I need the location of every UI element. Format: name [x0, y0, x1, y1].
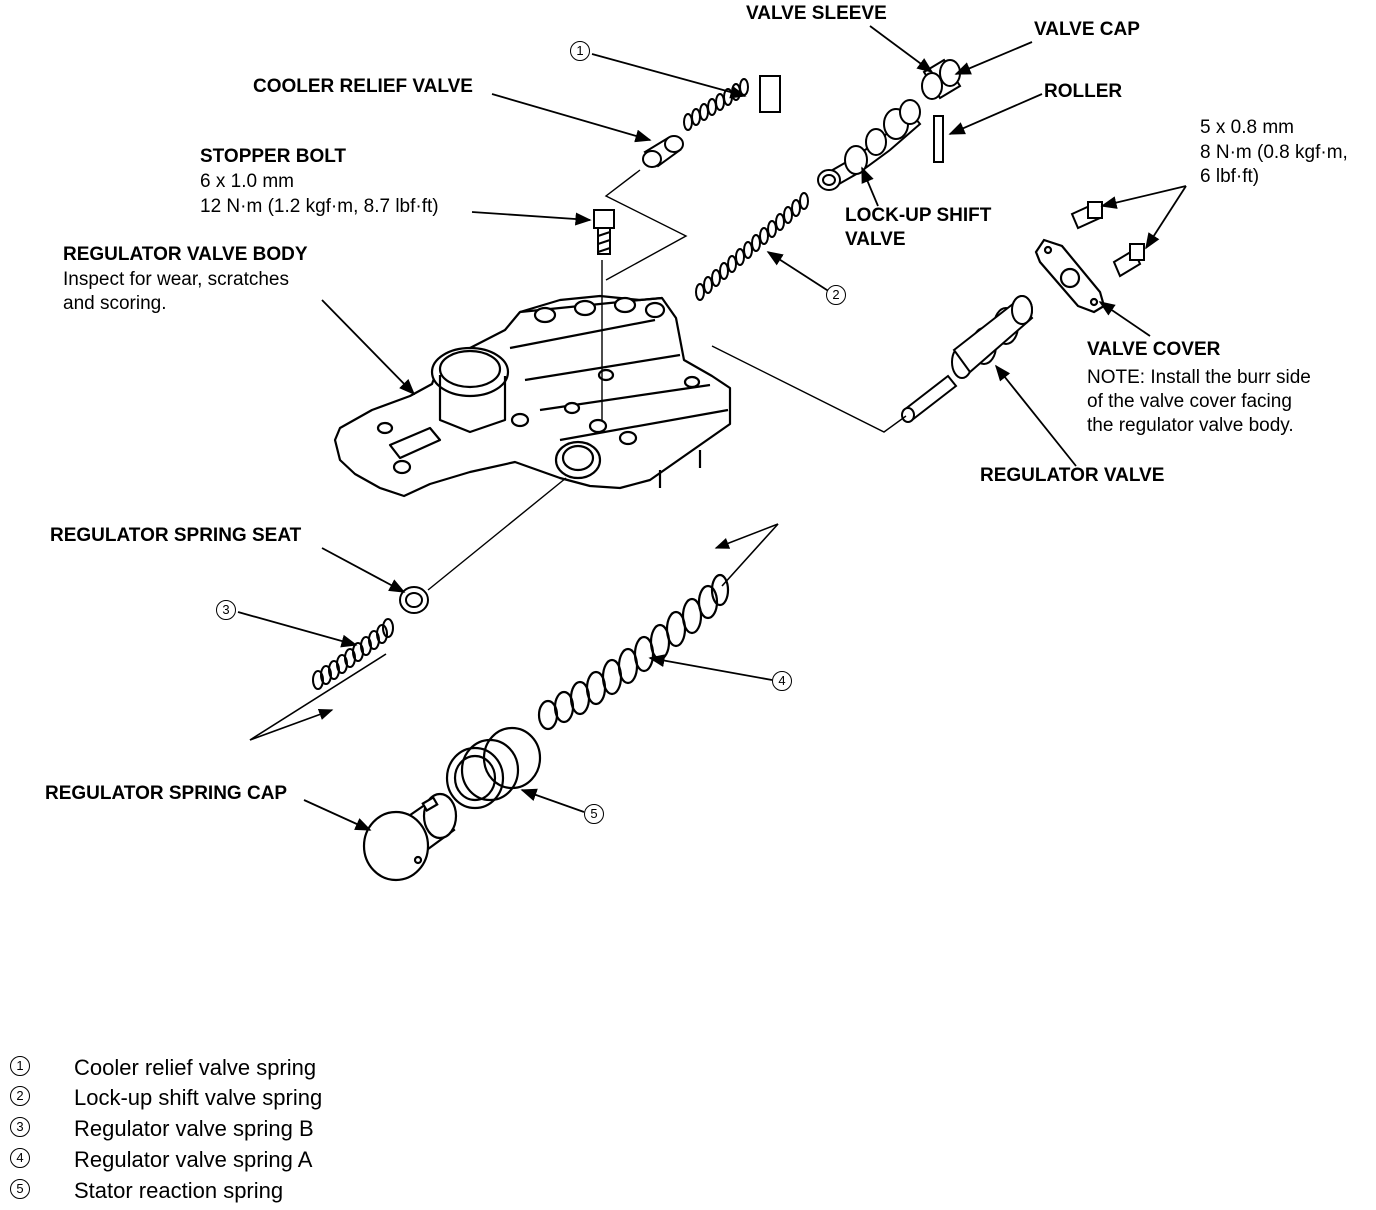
lockup-shift-valve-label: LOCK-UP SHIFT: [845, 205, 992, 226]
cooler-relief-valve-shape: [642, 135, 684, 168]
direction-arrows: [249, 523, 779, 741]
legend-text: Regulator valve spring A: [74, 1147, 313, 1172]
stopper-bolt-torque: 12 N·m (1.2 kgf·m, 8.7 lbf·ft): [200, 196, 439, 217]
regulator-valve-spring-b-shape: [312, 618, 394, 690]
legend-number-3: 3: [10, 1117, 30, 1137]
regulator-valve-body-note-line2: and scoring.: [63, 293, 167, 314]
flange-bolt-size: 5 x 0.8 mm: [1200, 117, 1294, 138]
regulator-valve-label: REGULATOR VALVE: [980, 465, 1165, 486]
regulator-spring-cap-label: REGULATOR SPRING CAP: [45, 783, 288, 804]
lockup-shift-valve-shape: [817, 99, 922, 191]
leader-lines: [237, 25, 1187, 831]
stopper-bolt-shape: [593, 209, 615, 255]
regulator-spring-seat-shape: [399, 586, 429, 614]
callout-3: 3: [216, 600, 236, 620]
legend-number-1: 1: [10, 1056, 30, 1076]
regulator-valve-body-note: Inspect for wear, scratches: [63, 269, 289, 290]
assembly-guide-lines: [427, 169, 907, 591]
roller-shape: [933, 115, 944, 163]
flange-bolts-shape: [1070, 201, 1145, 278]
valve-cover-note-line3: the regulator valve body.: [1087, 415, 1294, 436]
valve-sleeve-label: VALVE SLEEVE: [746, 3, 887, 24]
callout-1: 1: [570, 41, 590, 61]
legend-number-4: 4: [10, 1148, 30, 1168]
valve-cover-note: NOTE: Install the burr side: [1087, 367, 1311, 388]
regulator-spring-seat-label: REGULATOR SPRING SEAT: [50, 525, 302, 546]
legend-text: Cooler relief valve spring: [74, 1055, 317, 1080]
stator-reaction-spring-shape: [445, 726, 542, 810]
regulator-valve-shape: [901, 295, 1034, 423]
stopper-bolt-label: STOPPER BOLT: [200, 146, 347, 167]
cooler-relief-valve-spring-shape: [683, 78, 749, 131]
flange-bolt-torque: 8 N·m (0.8 kgf·m,: [1200, 142, 1348, 163]
cooler-relief-valve-label: COOLER RELIEF VALVE: [253, 76, 473, 97]
legend-number-5: 5: [10, 1179, 30, 1199]
roller-label: ROLLER: [1044, 81, 1123, 102]
valve-cap-shape: [921, 58, 962, 100]
valve-cover-label: VALVE COVER: [1087, 339, 1221, 360]
legend-text: Stator reaction spring: [74, 1178, 284, 1203]
regulator-valve-body-shape: [333, 294, 732, 498]
legend-number-2: 2: [10, 1086, 30, 1106]
valve-cap-label: VALVE CAP: [1034, 19, 1140, 40]
regulator-valve-body-label: REGULATOR VALVE BODY: [63, 244, 308, 265]
callout-2: 2: [826, 285, 846, 305]
regulator-valve-spring-a-shape: [537, 573, 730, 731]
lockup-shift-valve-spring-shape: [695, 192, 809, 301]
small-tab-part: [759, 75, 781, 113]
legend-text: Regulator valve spring B: [74, 1116, 314, 1141]
regulator-spring-cap-shape: [362, 792, 458, 882]
callout-5: 5: [584, 804, 604, 824]
callout-4: 4: [772, 671, 792, 691]
legend-text: Lock-up shift valve spring: [74, 1085, 323, 1110]
valve-cover-shape: [1034, 238, 1106, 314]
flange-bolt-torque-line2: 6 lbf·ft): [1200, 166, 1260, 187]
lockup-shift-valve-label-line2: VALVE: [845, 229, 906, 250]
valve-cover-note-line2: of the valve cover facing: [1087, 391, 1292, 412]
stopper-bolt-size: 6 x 1.0 mm: [200, 171, 294, 192]
